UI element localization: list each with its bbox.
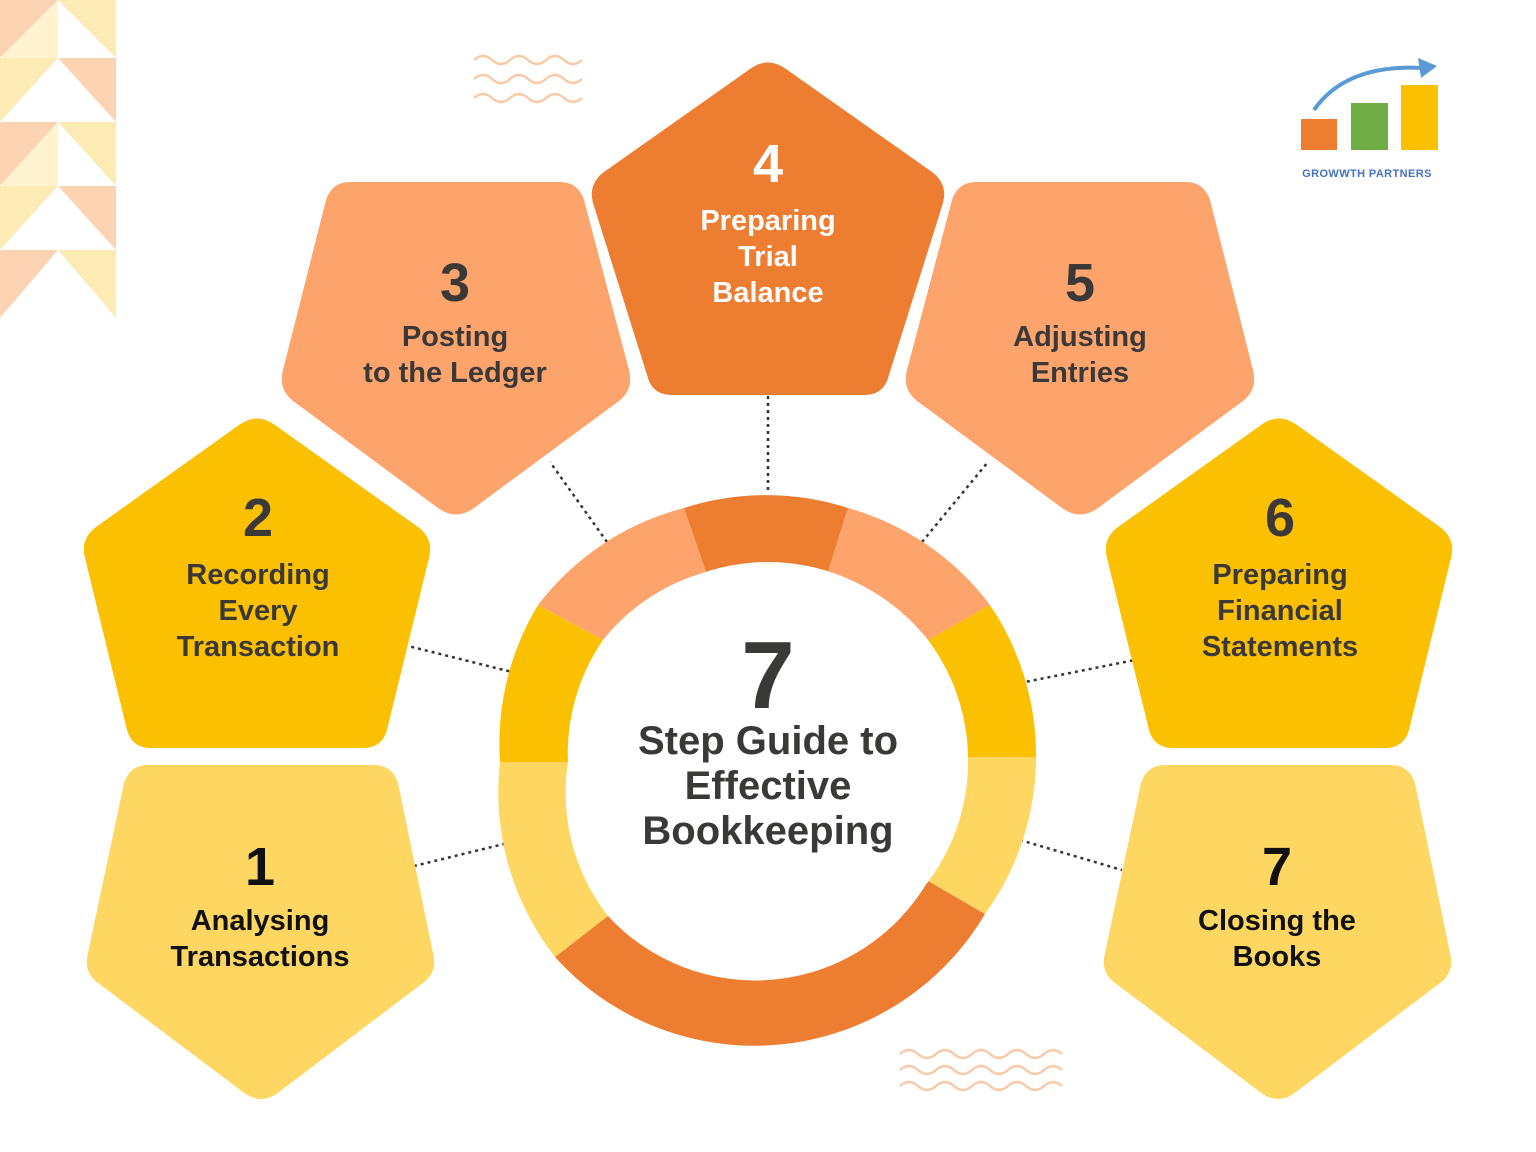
hub-line-3: Bookkeeping bbox=[642, 809, 893, 853]
connector-step-2 bbox=[407, 644, 517, 675]
connector-step-6 bbox=[1019, 658, 1136, 685]
step-label-7b: Books bbox=[1233, 941, 1322, 973]
connector-step-5 bbox=[921, 461, 989, 543]
step-label-2c: Transaction bbox=[177, 631, 340, 663]
step-label-3b: to the Ledger bbox=[363, 357, 547, 389]
step-label-4b: Trial bbox=[738, 241, 798, 273]
step-number-2: 2 bbox=[243, 488, 273, 548]
logo-arrowhead-icon bbox=[1418, 58, 1437, 78]
logo-bar-green bbox=[1351, 103, 1388, 150]
decorative-wave-bottom bbox=[899, 1048, 1063, 1092]
step-pentagon-7 bbox=[1103, 765, 1452, 1099]
decorative-wave-top bbox=[473, 54, 583, 104]
step-pentagon-3 bbox=[281, 182, 631, 515]
ring-segment-6 bbox=[928, 605, 1037, 757]
logo-text: GROWWTH PARTNERS bbox=[1302, 168, 1432, 180]
ring-segment-2 bbox=[499, 605, 603, 762]
step-label-6c: Statements bbox=[1202, 631, 1358, 663]
step-label-5b: Entries bbox=[1031, 357, 1129, 389]
ring-segment-bottom bbox=[555, 881, 985, 1046]
step-label-6b: Financial bbox=[1217, 595, 1343, 627]
connector-step-7 bbox=[1019, 838, 1123, 872]
step-label-1a: Analysing bbox=[191, 905, 330, 937]
step-number-7: 7 bbox=[1262, 837, 1292, 897]
logo-arrow-icon bbox=[1312, 65, 1423, 112]
hub-line-2: Effective bbox=[685, 764, 852, 808]
step-pentagon-6 bbox=[1105, 418, 1453, 748]
step-pentagon-2 bbox=[83, 418, 431, 748]
ring-segment-7 bbox=[928, 757, 1036, 914]
step-number-3: 3 bbox=[440, 253, 470, 313]
decorative-triangle-pattern bbox=[0, 0, 116, 318]
ring-segment-5 bbox=[828, 508, 990, 640]
step-number-6: 6 bbox=[1265, 488, 1295, 548]
connector-lines bbox=[407, 395, 1136, 872]
connector-step-3 bbox=[548, 461, 609, 543]
step-card-4: 4 Preparing Trial Balance bbox=[591, 62, 945, 395]
step-label-5a: Adjusting bbox=[1013, 321, 1147, 353]
logo-bar-orange bbox=[1301, 119, 1337, 150]
step-label-1b: Transactions bbox=[171, 941, 350, 973]
growth-partners-logo: GROWWTH PARTNERS bbox=[1301, 58, 1438, 180]
step-number-4: 4 bbox=[753, 134, 783, 194]
center-hub: 7 Step Guide to Effective Bookkeeping bbox=[638, 622, 898, 853]
step-number-5: 5 bbox=[1065, 253, 1095, 313]
logo-bar-yellow bbox=[1401, 85, 1438, 150]
step-label-4a: Preparing bbox=[700, 205, 835, 237]
step-pentagon-1 bbox=[86, 765, 435, 1099]
center-ring bbox=[498, 495, 1037, 1046]
step-card-2: 2 Recording Every Transaction bbox=[83, 418, 431, 748]
ring-segment-3 bbox=[538, 508, 706, 640]
step-label-4c: Balance bbox=[712, 277, 823, 309]
step-card-3: 3 Posting to the Ledger bbox=[281, 182, 631, 515]
step-label-7a: Closing the bbox=[1198, 905, 1356, 937]
step-card-7: 7 Closing the Books bbox=[1103, 765, 1452, 1099]
step-number-1: 1 bbox=[245, 837, 275, 897]
ring-segment-1 bbox=[498, 762, 608, 957]
connector-step-1 bbox=[409, 840, 513, 869]
step-card-5: 5 Adjusting Entries bbox=[905, 182, 1255, 515]
hub-number: 7 bbox=[741, 622, 794, 729]
step-pentagon-4 bbox=[591, 62, 945, 395]
ring-inner bbox=[568, 562, 968, 962]
step-label-6a: Preparing bbox=[1212, 559, 1347, 591]
ring-segment-4 bbox=[684, 495, 848, 572]
hub-line-1: Step Guide to bbox=[638, 719, 898, 763]
step-card-1: 1 Analysing Transactions bbox=[86, 765, 435, 1099]
step-card-6: 6 Preparing Financial Statements bbox=[1105, 418, 1453, 748]
step-pentagon-5 bbox=[905, 182, 1255, 515]
step-label-2b: Every bbox=[218, 595, 297, 627]
step-label-3a: Posting bbox=[402, 321, 508, 353]
step-label-2a: Recording bbox=[186, 559, 329, 591]
